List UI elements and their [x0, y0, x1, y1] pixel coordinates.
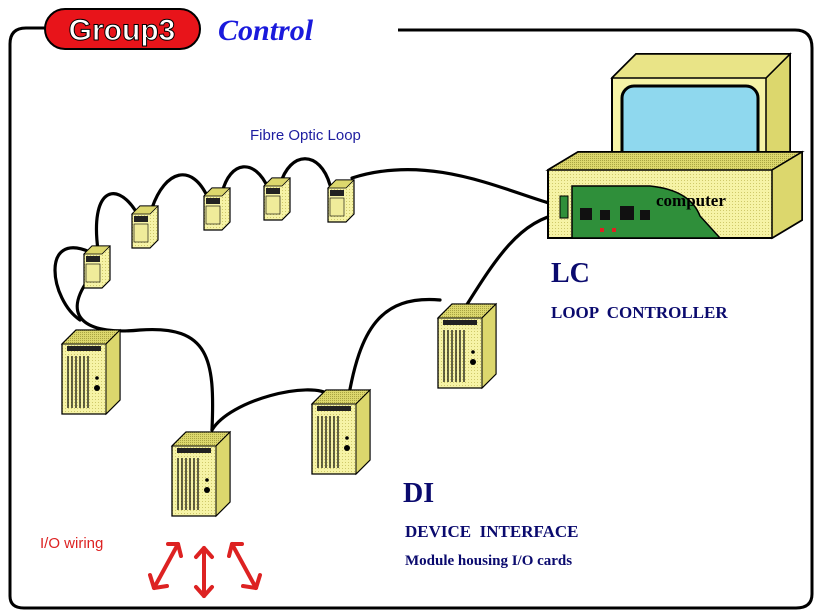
- double-headed-arrow-icon: [148, 542, 262, 598]
- loop-module-4: [131, 205, 159, 249]
- di-full: DEVICE INTERFACE: [405, 522, 579, 541]
- di-abbr: DI: [403, 478, 434, 509]
- group-badge: Group3: [44, 8, 201, 50]
- di-desc: Module housing I/O cards: [405, 553, 572, 569]
- io-wiring-label: I/O wiring: [40, 535, 103, 552]
- loop-module-3: [203, 187, 231, 231]
- page-title: Control: [218, 14, 314, 47]
- computer-icon: [545, 52, 805, 240]
- loop-module-5: [83, 245, 111, 289]
- loop-module-1: [327, 179, 355, 223]
- lc-full: LOOP CONTROLLER: [551, 303, 728, 322]
- di-module-3: [311, 389, 371, 475]
- fibre-optic-cables: [53, 157, 572, 432]
- di-module-1: [61, 329, 121, 415]
- fibre-loop-label: Fibre Optic Loop: [250, 127, 361, 144]
- di-module-2: [171, 431, 231, 517]
- loop-module-2: [263, 177, 291, 221]
- di-module-4: [437, 303, 497, 389]
- frame-border: [8, 26, 814, 610]
- computer-label: computer: [656, 191, 726, 210]
- lc-abbr: LC: [551, 258, 590, 289]
- group-badge-label: Group3: [69, 14, 176, 47]
